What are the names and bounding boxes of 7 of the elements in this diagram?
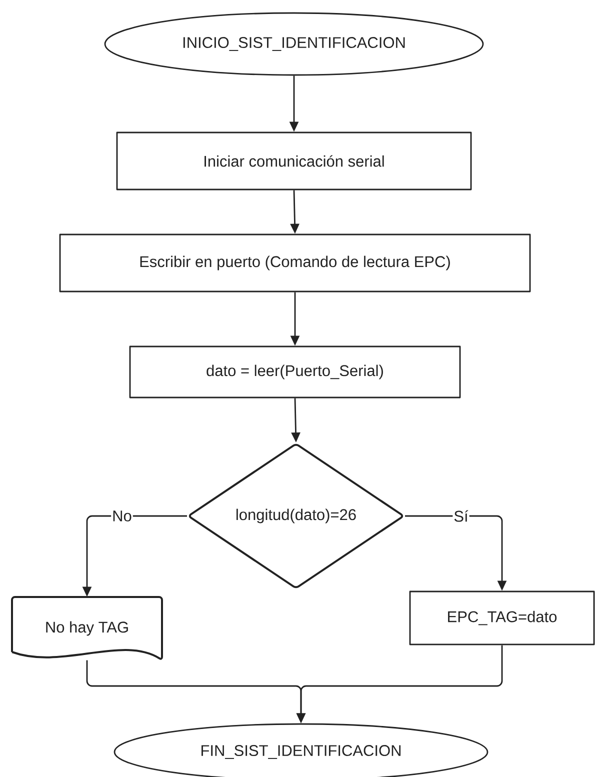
process-box: dato = leer(Puerto_Serial) [129, 346, 461, 398]
document-shape: No hay TAG [11, 596, 163, 660]
process-box: Escribir en puerto (Comando de lectura EPC) [59, 234, 531, 292]
process-box: Iniciar comunicación serial [116, 132, 472, 190]
edge-label: Sí [452, 509, 470, 523]
edge-label: No [111, 510, 133, 522]
process-box: EPC_TAG=dato [409, 590, 595, 646]
